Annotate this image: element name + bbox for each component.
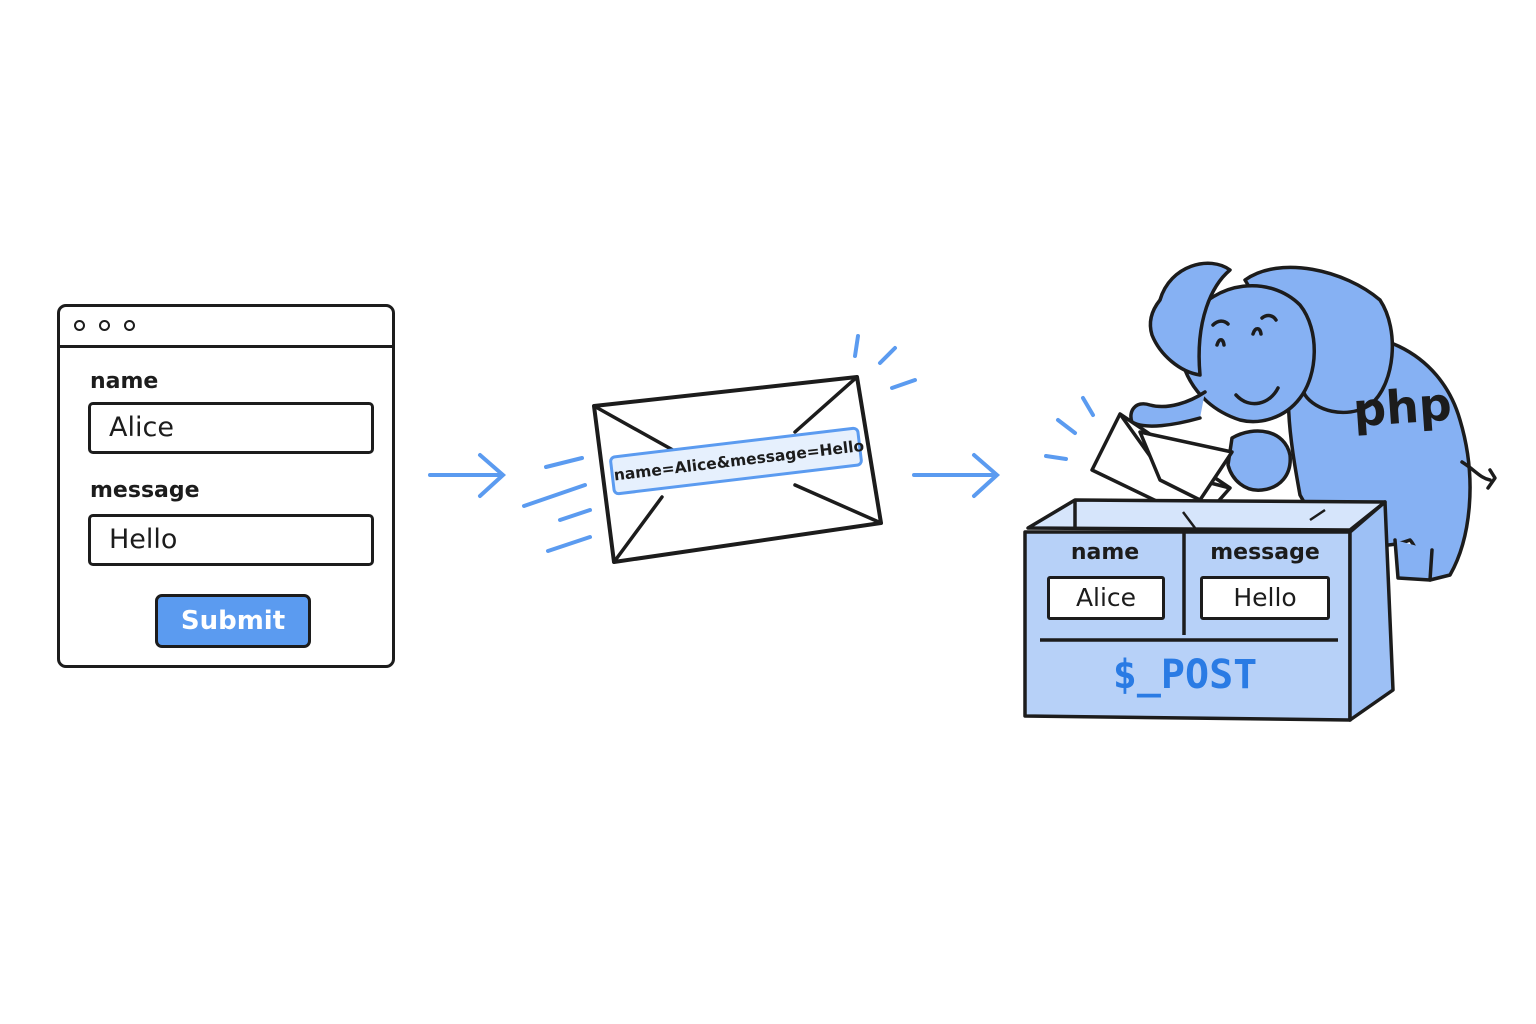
name-label: name bbox=[90, 369, 159, 394]
sparkle-icon-2 bbox=[1044, 396, 1095, 461]
message-label: message bbox=[90, 478, 200, 503]
browser-window: name Alice message Hello Submit bbox=[57, 304, 395, 668]
name-input[interactable]: Alice bbox=[88, 402, 374, 454]
post-title: $_POST bbox=[1112, 652, 1258, 698]
sparkle-icon bbox=[853, 334, 917, 390]
message-input[interactable]: Hello bbox=[88, 514, 374, 566]
arrow-right-icon bbox=[428, 453, 507, 498]
browser-titlebar bbox=[60, 307, 392, 348]
php-logo-text: php bbox=[1351, 376, 1454, 438]
window-dot-icon bbox=[99, 320, 110, 331]
arrow-right-icon-2 bbox=[912, 453, 1001, 498]
window-dot-icon bbox=[74, 320, 85, 331]
motion-lines-icon bbox=[522, 456, 592, 553]
box-message-value: Hello bbox=[1200, 576, 1330, 620]
window-dot-icon bbox=[124, 320, 135, 331]
box-name-label: name bbox=[1070, 540, 1140, 565]
box-name-value: Alice bbox=[1047, 576, 1165, 620]
submit-button[interactable]: Submit bbox=[155, 594, 311, 648]
box-message-label: message bbox=[1210, 540, 1320, 565]
